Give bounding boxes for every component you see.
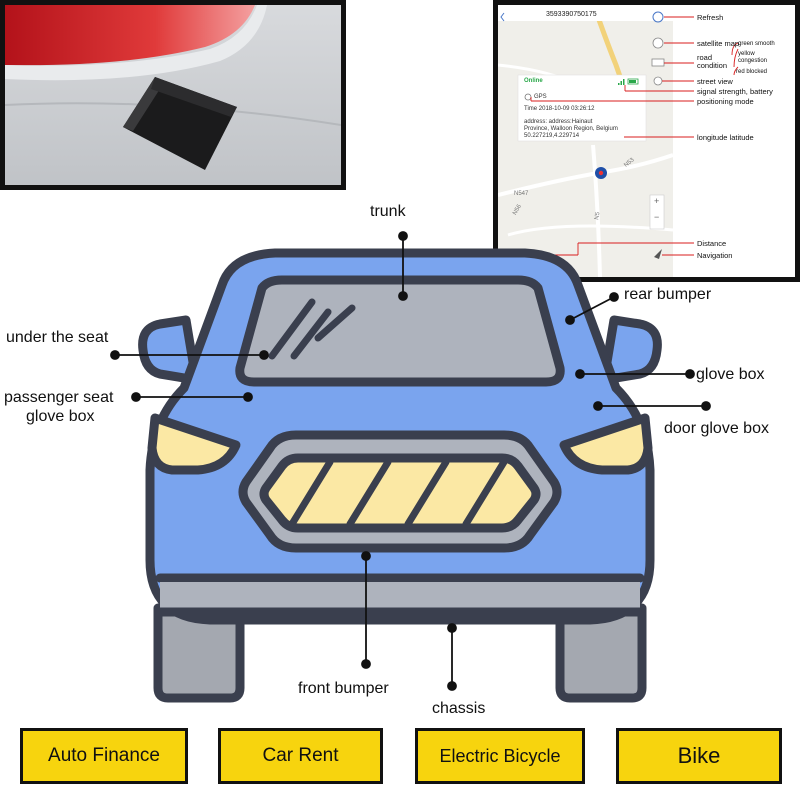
map-road-major <box>595 16 626 86</box>
tracker-photo <box>5 5 341 185</box>
coordinates: 50.227219,4.229714 <box>524 133 580 139</box>
refresh-label: Refresh <box>697 13 724 22</box>
bumper-band <box>160 582 640 612</box>
back-arrow-icon[interactable] <box>500 12 505 22</box>
passenger-seat-label: passenger seat <box>4 389 114 406</box>
bike-button[interactable]: Bike <box>616 728 782 784</box>
road-label: N547 <box>514 191 529 197</box>
left-tire <box>153 603 245 703</box>
chrome-trim <box>5 5 267 81</box>
app-screenshot-panel: 3593390750175 Online GPS Time 2018-10-09… <box>493 0 800 282</box>
distance-label: Distance <box>697 239 727 248</box>
grille-inner <box>259 453 541 533</box>
car-rent-button[interactable]: Car Rent <box>218 728 383 784</box>
glove-box-label: glove box <box>696 366 765 383</box>
auto-finance-button[interactable]: Auto Finance <box>20 728 188 784</box>
street-view-label: street view <box>697 77 733 86</box>
address-line-1: address: address:Hainaut <box>524 119 593 125</box>
windshield-glare <box>268 298 356 360</box>
zoom-out-button[interactable]: − <box>654 212 660 222</box>
navigation-label: Navigation <box>697 251 733 260</box>
map-road <box>507 224 674 237</box>
annotation-lines <box>512 16 739 256</box>
positioning-label: positioning mode <box>697 97 754 106</box>
electric-bicycle-button[interactable]: Electric Bicycle <box>415 728 585 784</box>
passenger-glove-box-label: glove box <box>26 408 95 425</box>
tail-light <box>5 5 255 66</box>
location-pin-icon <box>595 167 607 179</box>
refresh-icon[interactable] <box>652 11 664 23</box>
front-bumper-label: front bumper <box>298 680 389 697</box>
app-map <box>498 5 739 277</box>
right-mirror <box>599 315 662 385</box>
satellite-map-icon[interactable] <box>652 37 664 49</box>
satellite-map-label: satellite map <box>697 39 740 48</box>
zoom-in-button[interactable]: + <box>654 196 660 206</box>
windshield <box>235 275 565 387</box>
gps-tracker-device <box>123 77 237 170</box>
chassis-label: chassis <box>432 700 486 717</box>
address-line-2: Province, Walloon Region, Belgium <box>524 126 618 132</box>
zoom-control[interactable] <box>649 194 665 230</box>
longitude-label: longitude latitude <box>697 133 754 142</box>
signal-label: signal strength, battery <box>697 87 773 96</box>
update-time: Time 2018-10-09 03:26:12 <box>524 106 595 112</box>
battery-icon <box>627 78 639 85</box>
yellow-legend: congestion <box>738 58 768 64</box>
red-legend: red blocked <box>736 69 768 75</box>
navigation-icon[interactable] <box>654 249 662 259</box>
app-header <box>498 5 673 21</box>
left-headlight <box>147 413 241 475</box>
green-legend: green smooth <box>738 41 775 47</box>
rear-bumper-label: rear bumper <box>624 286 712 303</box>
map-road <box>591 144 602 277</box>
signal-strength-icon <box>618 79 625 85</box>
door-glove-box-label: door glove box <box>664 420 769 437</box>
trunk-label: trunk <box>370 203 406 220</box>
right-headlight <box>559 413 653 475</box>
road-condition-icon[interactable] <box>651 58 665 67</box>
grille-stripes <box>288 458 508 528</box>
road-condition-label: road <box>697 53 713 62</box>
photo-panel <box>0 0 346 190</box>
online-status: Online <box>524 78 543 84</box>
yellow-legend: yellow <box>738 51 755 57</box>
device-id: 3593390750175 <box>546 11 597 18</box>
left-mirror <box>138 315 201 385</box>
right-tire <box>555 603 647 703</box>
under-seat-label: under the seat <box>6 329 109 346</box>
gps-status: GPS <box>534 94 547 100</box>
callout-lines <box>110 231 711 691</box>
car-illustration <box>110 231 711 703</box>
road-condition-label: condition <box>697 61 728 70</box>
